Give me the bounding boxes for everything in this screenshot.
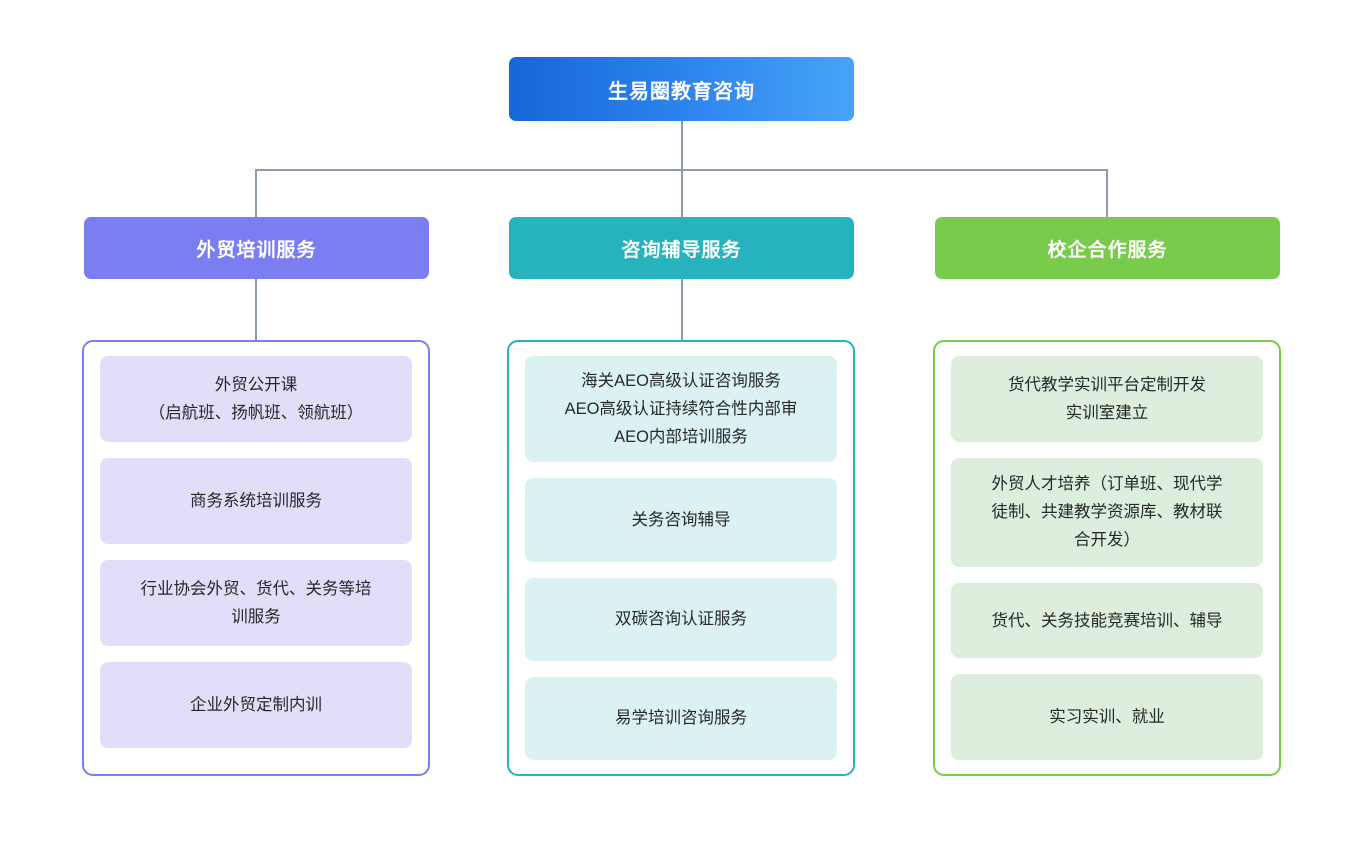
branch-1-item[interactable]: 行业协会外贸、货代、关务等培 训服务 <box>100 560 412 646</box>
branch-header-1[interactable]: 外贸培训服务 <box>84 217 429 279</box>
branch-header-2[interactable]: 咨询辅导服务 <box>509 217 854 279</box>
connector-root-stem <box>681 121 683 170</box>
branch-2-item[interactable]: 关务咨询辅导 <box>525 478 837 562</box>
branch-3-item[interactable]: 货代教学实训平台定制开发 实训室建立 <box>951 356 1263 442</box>
branch-header-2-label: 咨询辅导服务 <box>621 239 742 261</box>
branch-3-item[interactable]: 外贸人才培养（订单班、现代学 徒制、共建教学资源库、教材联 合开发） <box>951 457 1263 567</box>
branch-2-item[interactable]: 双碳咨询认证服务 <box>525 577 837 661</box>
connector-stem-branch-1 <box>255 279 257 340</box>
branch-header-3-label: 校企合作服务 <box>1047 239 1168 261</box>
branch-1-item[interactable]: 企业外贸定制内训 <box>100 662 412 748</box>
branch-1-item[interactable]: 商务系统培训服务 <box>100 458 412 544</box>
connector-drop-branch-3 <box>1106 169 1108 217</box>
branch-header-1-label: 外贸培训服务 <box>196 239 317 261</box>
branch-container-2: 海关AEO高级认证咨询服务 AEO高级认证持续符合性内部审 AEO内部培训服务 … <box>507 340 855 776</box>
connector-drop-branch-1 <box>255 169 257 217</box>
connector-stem-branch-2 <box>681 279 683 340</box>
branch-1-item[interactable]: 外贸公开课 （启航班、扬帆班、领航班） <box>100 356 412 442</box>
root-node-label: 生易圈教育咨询 <box>608 80 755 103</box>
branch-2-item[interactable]: 海关AEO高级认证咨询服务 AEO高级认证持续符合性内部审 AEO内部培训服务 <box>525 356 837 463</box>
branch-container-3: 货代教学实训平台定制开发 实训室建立 外贸人才培养（订单班、现代学 徒制、共建教… <box>933 340 1281 776</box>
branch-header-3[interactable]: 校企合作服务 <box>935 217 1280 279</box>
root-node[interactable]: 生易圈教育咨询 <box>509 57 854 121</box>
branch-3-item[interactable]: 实习实训、就业 <box>951 674 1263 761</box>
connector-drop-branch-2 <box>681 169 683 217</box>
branch-container-1: 外贸公开课 （启航班、扬帆班、领航班） 商务系统培训服务 行业协会外贸、货代、关… <box>82 340 430 776</box>
branch-2-item[interactable]: 易学培训咨询服务 <box>525 676 837 760</box>
branch-3-item[interactable]: 货代、关务技能竞赛培训、辅导 <box>951 582 1263 659</box>
